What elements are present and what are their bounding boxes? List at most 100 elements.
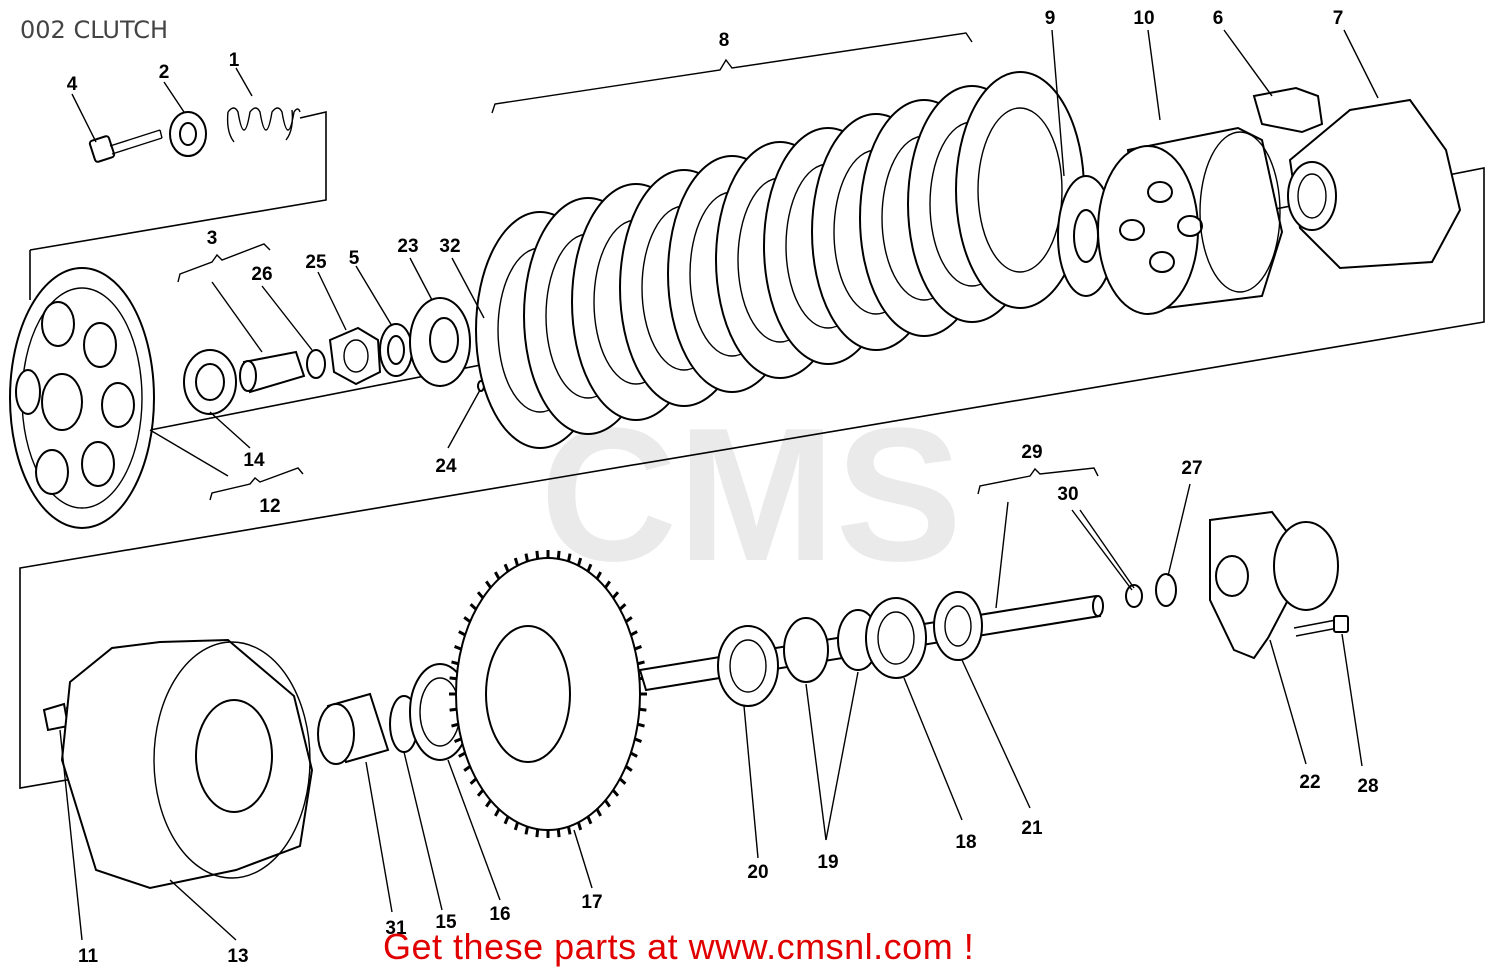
bearing-part-14 <box>183 349 237 415</box>
gear-tooth <box>637 722 645 728</box>
gear-tooth <box>513 821 520 831</box>
gear-tooth <box>567 553 572 562</box>
slave-cylinder-part-22 <box>1209 510 1339 660</box>
circlip-part-19a <box>783 617 829 683</box>
clutch-housing-part-13-lower <box>60 638 314 890</box>
gear-tooth <box>463 765 471 772</box>
gear-tooth <box>630 630 638 637</box>
gear-tooth <box>595 808 602 817</box>
gear-tooth <box>476 789 485 797</box>
gear-tooth <box>476 591 485 599</box>
gear-tooth <box>463 616 471 623</box>
brace-8 <box>491 32 973 114</box>
gear-tooth <box>513 557 520 567</box>
small-bearing-part-30 <box>1125 584 1143 608</box>
gear-tooth <box>449 707 457 712</box>
callout-9: 9 <box>1045 8 1056 29</box>
gear-tooth <box>449 676 457 681</box>
sleeve-part-31 <box>317 692 390 765</box>
callout-17: 17 <box>581 892 602 913</box>
callout-22: 22 <box>1299 772 1320 793</box>
callout-4: 4 <box>67 74 78 95</box>
cap-part-23 <box>409 297 471 387</box>
callout-26: 26 <box>251 264 272 285</box>
callout-21: 21 <box>1021 818 1043 839</box>
block-part-6 <box>1252 86 1324 134</box>
bearing-part-21 <box>933 591 983 661</box>
clutch-plate-inner <box>977 107 1063 273</box>
callout-20: 20 <box>747 862 768 883</box>
gear-tooth <box>469 603 478 611</box>
callout-28: 28 <box>1357 776 1378 797</box>
bolt-part-4 <box>88 129 163 163</box>
gear-tooth <box>586 815 593 825</box>
gear-tooth <box>556 550 561 560</box>
gear-tooth <box>576 821 583 831</box>
circlip-part-27 <box>1155 573 1177 607</box>
callout-15: 15 <box>435 912 457 933</box>
upper-left-frame <box>29 110 327 251</box>
callout-10: 10 <box>1133 8 1154 29</box>
pressure-plate-part-13 <box>9 267 155 529</box>
callout-5: 5 <box>349 248 360 269</box>
washer-part-2 <box>169 111 207 157</box>
gear-tooth <box>611 591 620 599</box>
callout-25: 25 <box>305 252 327 273</box>
diagram-title: 002 CLUTCH <box>20 16 168 44</box>
gear-tooth <box>469 777 478 785</box>
primary-gear-part-17 <box>449 550 647 838</box>
clutch-drum-part-10 <box>1097 126 1284 315</box>
spring-part-1 <box>226 107 301 143</box>
gear-tooth <box>503 815 510 825</box>
brace-3 <box>177 243 271 283</box>
gear-tooth <box>485 580 492 589</box>
gear-tooth <box>556 828 561 838</box>
callout-2: 2 <box>159 62 170 83</box>
promo-banner[interactable]: Get these parts at www.cmsnl.com ! <box>383 926 975 967</box>
callout-1: 1 <box>229 50 240 71</box>
callout-3: 3 <box>207 228 218 249</box>
gear-tooth <box>604 580 611 589</box>
brace-12 <box>209 467 304 501</box>
gear-hub <box>485 625 571 763</box>
gear-tooth <box>535 828 540 838</box>
gear-tooth <box>630 751 638 758</box>
gear-tooth <box>637 660 645 666</box>
callout-11: 11 <box>78 946 99 967</box>
gear-tooth <box>494 808 501 817</box>
callout-18: 18 <box>955 832 976 853</box>
gear-tooth <box>634 737 643 743</box>
gear-tooth <box>567 826 572 835</box>
callout-31: 31 <box>385 918 407 939</box>
gear-tooth <box>611 789 620 797</box>
clutch-plate-stack-part-8 <box>475 71 1085 449</box>
gear-tooth <box>453 645 462 651</box>
pushrod-part-3 <box>239 350 306 394</box>
cover-part-7 <box>1287 98 1462 270</box>
callout-32: 32 <box>439 236 460 257</box>
gear-tooth <box>524 826 529 835</box>
bolt-part-28 <box>1293 615 1349 637</box>
gear-tooth <box>634 645 643 651</box>
o-ring-part-26 <box>306 349 326 379</box>
gear-tooth <box>503 563 510 573</box>
gear-tooth <box>625 616 633 623</box>
callout-12: 12 <box>259 496 280 517</box>
gear-tooth <box>494 571 501 580</box>
gear-tooth <box>458 751 466 758</box>
callout-16: 16 <box>489 904 510 925</box>
bearing-part-20 <box>717 625 779 707</box>
brace-29 <box>977 467 1099 495</box>
callout-14: 14 <box>243 450 265 471</box>
bearing-part-18 <box>865 597 927 679</box>
callout-24: 24 <box>435 456 457 477</box>
gear-tooth <box>453 737 462 743</box>
gear-tooth <box>586 563 593 573</box>
callout-8: 8 <box>719 30 730 51</box>
gear-tooth <box>451 722 459 728</box>
callout-13: 13 <box>227 946 248 967</box>
washer-part-5 <box>379 323 413 377</box>
gear-tooth <box>576 557 583 567</box>
